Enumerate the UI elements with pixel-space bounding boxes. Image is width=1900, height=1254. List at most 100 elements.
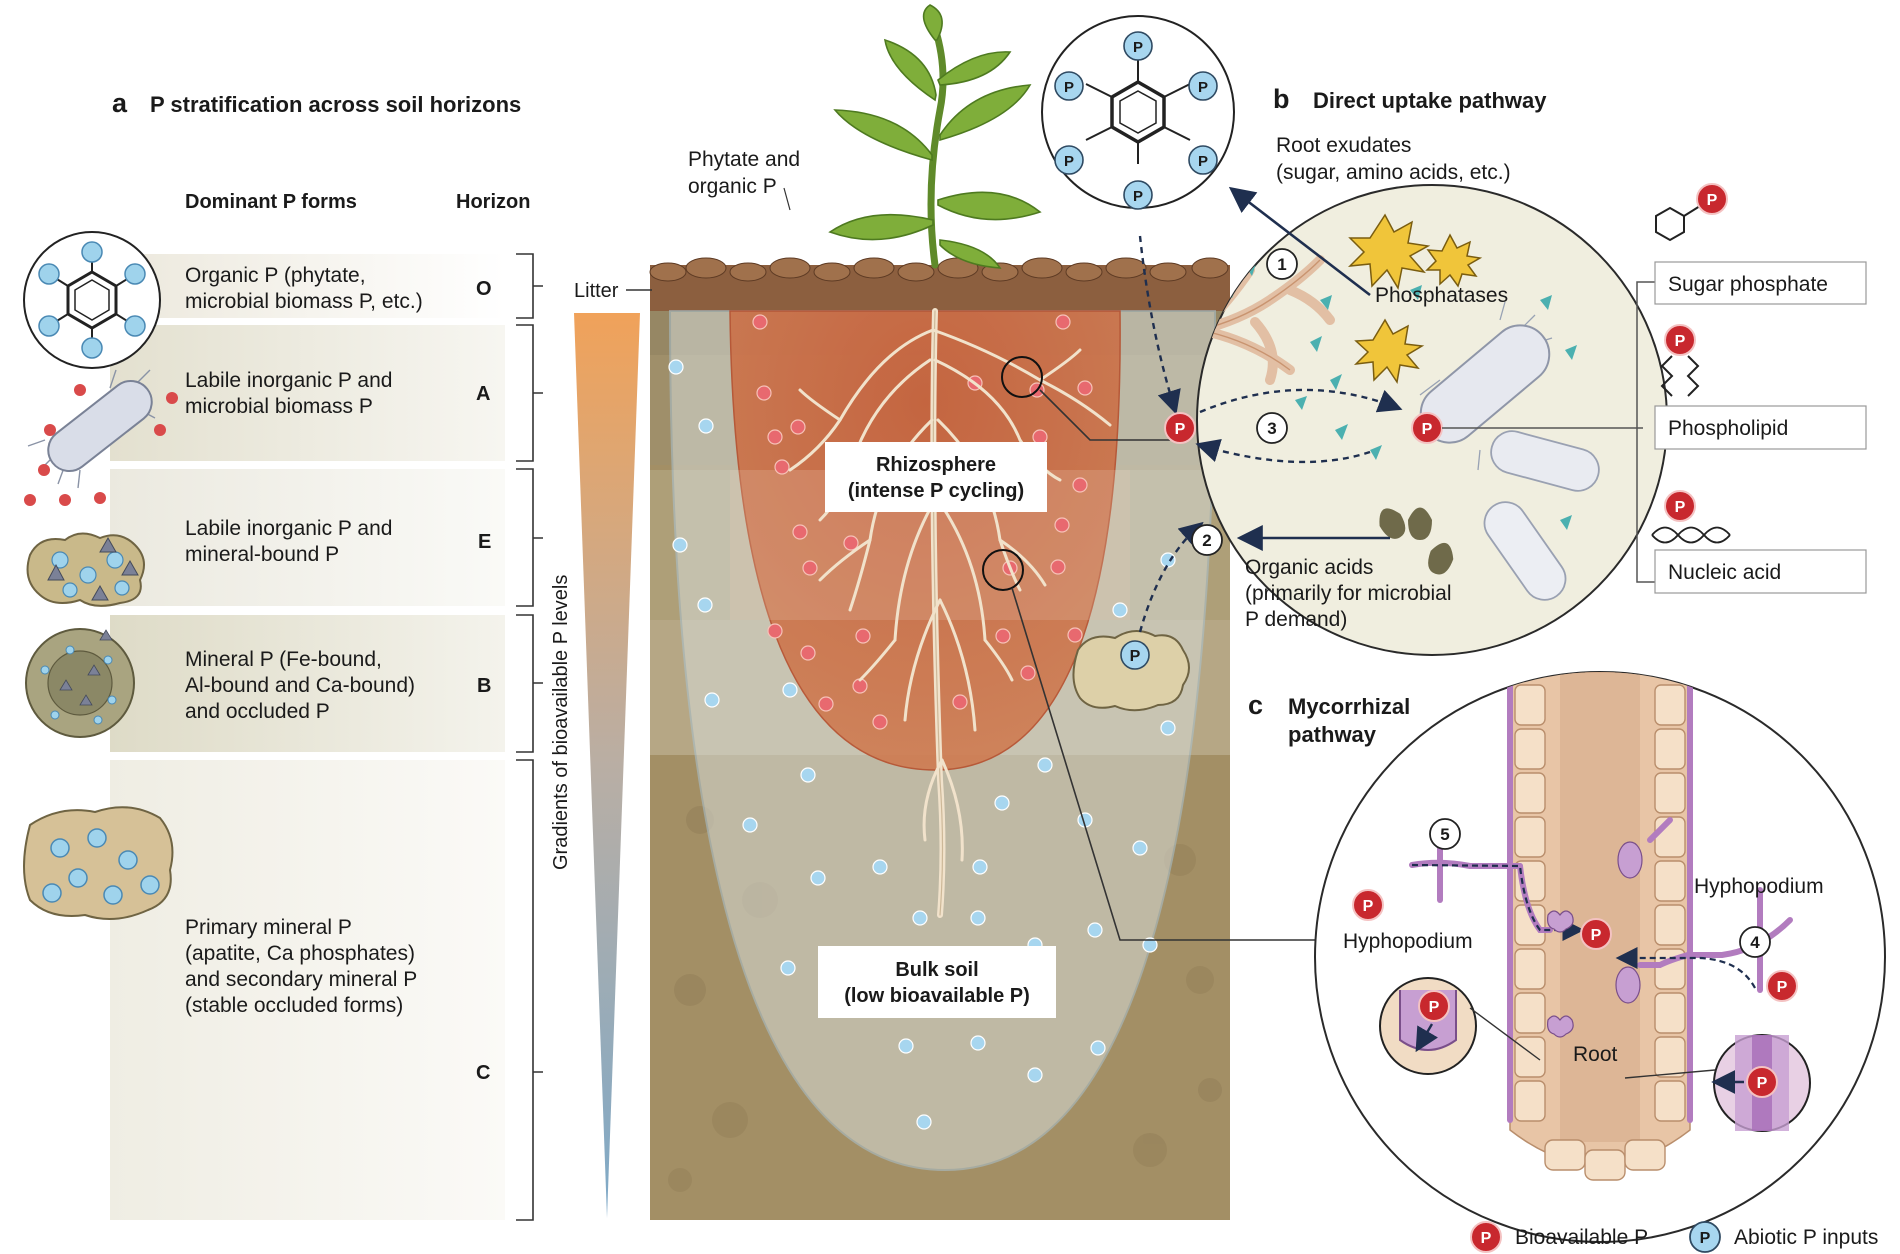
column-header-forms: Dominant P forms — [185, 191, 357, 213]
row-c-line-3: and secondary mineral P — [185, 968, 417, 991]
step-4-label: 4 — [1750, 933, 1760, 952]
phytate-p-5: P — [1064, 153, 1074, 170]
phytate-label-line-1: Phytate and — [688, 148, 800, 171]
horizon-label-c: C — [476, 1062, 490, 1084]
bioavailable-p-dots — [752, 314, 1093, 730]
step-2-label: 2 — [1202, 531, 1211, 550]
legend: P Bioavailable P P Abiotic P inputs — [1470, 1221, 1878, 1253]
row-background-a — [110, 325, 505, 461]
bulk-soil-label-line-1: Bulk soil — [895, 959, 978, 981]
row-a-line-2: microbial biomass P — [185, 395, 373, 418]
organic-acids-line-2: (primarily for microbial — [1245, 582, 1452, 605]
panel-b-letter: b — [1273, 84, 1290, 114]
rhizosphere-label-line-1: Rhizosphere — [876, 454, 996, 476]
legend-bioavailable-label: Bioavailable P — [1515, 1226, 1648, 1249]
panel-a-title: P stratification across soil horizons — [150, 92, 521, 117]
phytate-molecule-icon: P P P P P P — [1041, 15, 1235, 210]
row-c-line-2: (apatite, Ca phosphates) — [185, 942, 415, 965]
horizon-label-b: B — [477, 675, 491, 697]
gradient-axis-label: Gradients of bioavailable P levels — [550, 575, 572, 870]
primary-mineral-icon — [23, 806, 174, 920]
panel-a-letter: a — [112, 88, 128, 118]
phospholipid-label: Phospholipid — [1668, 417, 1788, 440]
row-background-b — [110, 615, 505, 752]
row-c-line-4: (stable occluded forms) — [185, 994, 403, 1017]
benzene-phosphate-icon: P — [1655, 183, 1728, 242]
phytate-p-3: P — [1198, 153, 1208, 170]
abiotic-p-dots — [668, 359, 1176, 1130]
panel-b: b Direct uptake pathway Root exudates (s… — [1164, 84, 1867, 656]
phospholipid-box — [1654, 405, 1867, 450]
p-label-c-center: P — [1591, 927, 1602, 944]
bioavailable-p-marker-left: P — [1164, 412, 1196, 444]
legend-abiotic-label: Abiotic P inputs — [1734, 1226, 1878, 1249]
row-o-line-1: Organic P (phytate, — [185, 264, 366, 287]
panel-c-title-line-2: pathway — [1288, 722, 1377, 747]
phytate-p-6: P — [1064, 79, 1074, 96]
row-background-c — [110, 760, 505, 1220]
row-b-line-2: Al-bound and Ca-bound) — [185, 674, 415, 697]
p-label-phospholipid: P — [1675, 333, 1686, 350]
row-c-line-1: Primary mineral P — [185, 916, 352, 939]
panel-c-letter: c — [1248, 690, 1263, 720]
row-background-e — [110, 469, 505, 606]
row-e-line-1: Labile inorganic P and — [185, 517, 392, 540]
bioavailable-p-marker-c-center: P — [1580, 918, 1612, 950]
horizon-label-a: A — [476, 383, 490, 405]
hyphopodium-right-label: Hyphopodium — [1694, 875, 1824, 898]
phytate-p-1: P — [1133, 39, 1143, 56]
zoom-marker-direct — [1001, 356, 1043, 398]
phytate-p-4: P — [1133, 188, 1143, 205]
rhizosphere-label-box — [825, 442, 1047, 512]
p-label-inset-left: P — [1429, 999, 1440, 1016]
panel-a: a P stratification across soil horizons … — [23, 88, 640, 1221]
row-e-text: Labile inorganic P and mineral-bound P — [185, 517, 392, 566]
panel-c-title-line-1: Mycorrhizal — [1288, 694, 1410, 719]
phytate-ring-icon — [23, 231, 161, 369]
phosphatases-label: Phosphatases — [1375, 284, 1508, 307]
occluded-mineral-icon — [25, 628, 135, 738]
horizon-label-o: O — [476, 278, 492, 300]
bulk-soil-label-line-2: (low bioavailable P) — [844, 985, 1030, 1007]
legend-abiotic-swatch: P — [1689, 1221, 1721, 1253]
abiotic-p-aggregate-icon: P — [1072, 630, 1190, 712]
legend-abiotic-symbol: P — [1700, 1230, 1711, 1247]
row-b-text: Mineral P (Fe-bound, Al-bound and Ca-bou… — [185, 648, 415, 723]
root-exudates-line-1: Root exudates — [1276, 134, 1411, 157]
step-5-label: 5 — [1440, 825, 1449, 844]
rhizosphere-label-line-2: (intense P cycling) — [848, 480, 1024, 502]
litter-label: Litter — [574, 280, 619, 302]
step-1-marker: 1 — [1266, 248, 1298, 280]
phospholipid-icon: P — [1660, 324, 1700, 397]
phosphatase-enzymes — [1347, 213, 1483, 384]
p-label-b-left: P — [1175, 421, 1186, 438]
row-a-text: Labile inorganic P and microbial biomass… — [185, 369, 392, 418]
nucleic-acid-label: Nucleic acid — [1668, 561, 1781, 584]
step-3-marker: 3 — [1256, 412, 1288, 444]
step-5-marker: 5 — [1429, 818, 1461, 850]
organic-acid-droplets — [1379, 507, 1454, 575]
legend-bioavailable-symbol: P — [1481, 1230, 1492, 1247]
bulk-soil-label-box — [818, 946, 1056, 1018]
step-1-label: 1 — [1277, 255, 1286, 274]
root-cortex-cells — [1514, 684, 1686, 1181]
soil-bacteria — [1419, 301, 1600, 601]
zoom-marker-mycorrhizal — [982, 549, 1024, 591]
phytate-p-2: P — [1198, 79, 1208, 96]
horizon-brackets — [516, 253, 543, 1221]
bioavailable-p-marker-c-left: P — [1352, 889, 1384, 921]
sugar-phosphate-box — [1654, 261, 1867, 305]
seedling-plant — [828, 4, 1042, 269]
p-label-c-left: P — [1363, 898, 1374, 915]
organic-acids-line-1: Organic acids — [1245, 556, 1373, 579]
row-o-text: Organic P (phytate, microbial biomass P,… — [185, 264, 423, 313]
step-2-marker: 2 — [1191, 524, 1223, 556]
organic-acids-line-3: P demand) — [1245, 608, 1347, 631]
column-header-horizon: Horizon — [456, 191, 530, 213]
row-b-line-3: and occluded P — [185, 700, 330, 723]
row-c-text: Primary mineral P (apatite, Ca phosphate… — [185, 916, 417, 1017]
nucleic-acid-box — [1654, 549, 1867, 594]
root-label: Root — [1573, 1043, 1618, 1066]
abiotic-p-symbol: P — [1130, 648, 1141, 665]
